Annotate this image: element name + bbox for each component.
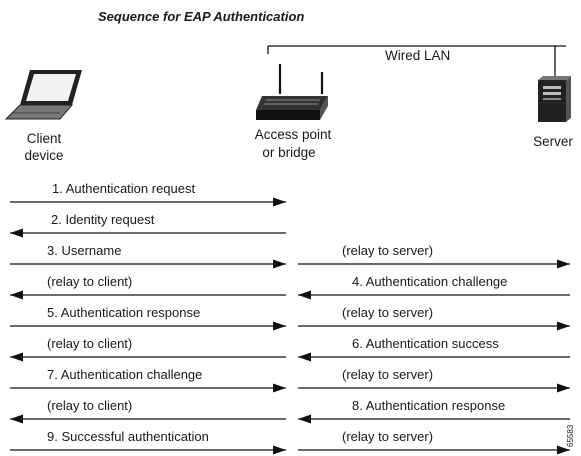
wired-lan: Wired LAN: [267, 45, 566, 78]
access-point-icon: [256, 64, 328, 120]
arrowhead-right-icon: [273, 445, 286, 455]
arrowhead-left-icon: [298, 352, 311, 362]
message-row: 7. Authentication challenge (relay to ser…: [10, 367, 570, 393]
message-label: (relay to server): [342, 367, 433, 382]
laptop-icon: [4, 70, 82, 120]
message-row: 3. Username (relay to server): [10, 243, 570, 269]
message-label: 3. Username: [47, 243, 121, 258]
arrowhead-right-icon: [273, 321, 286, 331]
diagram-title: Sequence for EAP Authentication: [98, 9, 304, 24]
arrowhead-left-icon: [298, 414, 311, 424]
access-point-label-line2: or bridge: [262, 145, 315, 160]
arrowhead-right-icon: [557, 383, 570, 393]
client-label-line1: Client: [27, 131, 62, 146]
server-tower-icon: [538, 76, 571, 122]
message-label: (relay to server): [342, 243, 433, 258]
message-label: 7. Authentication challenge: [47, 367, 202, 382]
arrowhead-right-icon: [273, 383, 286, 393]
message-label: (relay to client): [47, 274, 132, 289]
arrowhead-right-icon: [557, 445, 570, 455]
message-row: 5. Authentication response (relay to serv…: [10, 305, 570, 331]
access-point-label-line1: Access point: [255, 127, 332, 142]
arrowhead-left-icon: [10, 228, 23, 238]
arrowhead-left-icon: [298, 290, 311, 300]
message-row: (relay to client) 4. Authentication chall…: [10, 274, 570, 300]
server-label: Server: [533, 134, 573, 149]
message-row: 2. Identity request: [10, 212, 286, 238]
message-row: (relay to client) 6. Authentication succe…: [10, 336, 570, 362]
message-label: (relay to server): [342, 305, 433, 320]
message-label: (relay to server): [342, 429, 433, 444]
arrowhead-right-icon: [557, 321, 570, 331]
message-row: 1. Authentication request: [10, 181, 286, 207]
message-row: 9. Successful authentication (relay to se…: [10, 429, 570, 455]
figure-number: 65583: [566, 424, 575, 447]
message-sequence: 1. Authentication request 2. Identity req…: [10, 181, 570, 455]
message-row: (relay to client) 8. Authentication respo…: [10, 398, 570, 424]
arrowhead-right-icon: [273, 259, 286, 269]
message-label: 1. Authentication request: [52, 181, 195, 196]
message-label: 6. Authentication success: [352, 336, 499, 351]
arrowhead-left-icon: [10, 414, 23, 424]
message-label: (relay to client): [47, 398, 132, 413]
message-label: 5. Authentication response: [47, 305, 200, 320]
client-label-line2: device: [24, 148, 63, 163]
message-label: 2. Identity request: [51, 212, 155, 227]
message-label: 8. Authentication response: [352, 398, 505, 413]
arrowhead-right-icon: [273, 197, 286, 207]
wired-lan-label: Wired LAN: [385, 48, 450, 63]
arrowhead-left-icon: [10, 352, 23, 362]
message-label: 4. Authentication challenge: [352, 274, 507, 289]
arrowhead-right-icon: [557, 259, 570, 269]
message-label: 9. Successful authentication: [47, 429, 209, 444]
arrowhead-left-icon: [10, 290, 23, 300]
message-label: (relay to client): [47, 336, 132, 351]
